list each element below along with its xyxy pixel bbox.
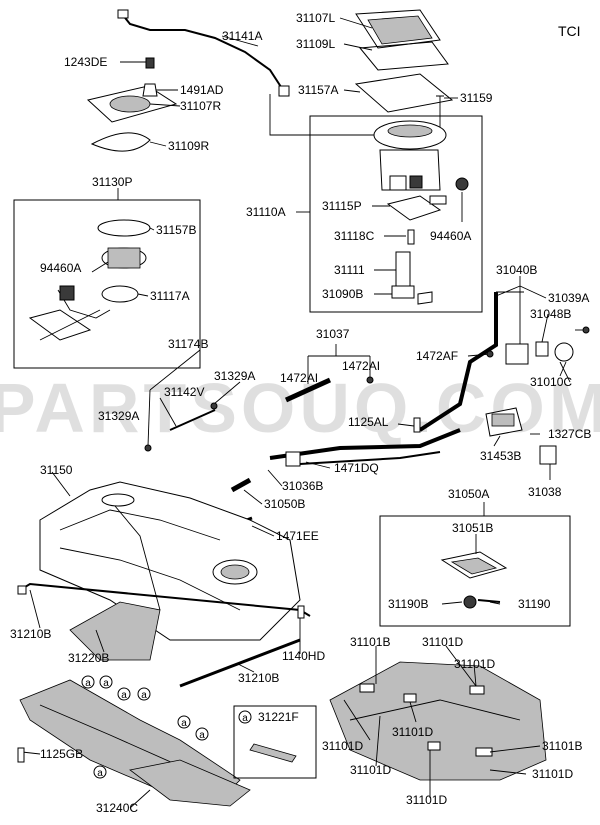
- label-31142V: 31142V: [164, 385, 204, 399]
- label-31040B: 31040B: [496, 263, 537, 277]
- label-31240C: 31240C: [96, 801, 138, 815]
- legend-circle-a: a: [242, 713, 248, 724]
- label-1472AI-left: 1472AI: [280, 371, 318, 385]
- label-31118C: 31118C: [334, 229, 375, 243]
- label-1472AI-right: 1472AI: [342, 359, 380, 373]
- label-94460A-left: 94460A: [40, 261, 81, 275]
- fuel-sender-assy: [28, 219, 151, 341]
- sender-box: [13, 199, 201, 369]
- label-31220B: 31220B: [68, 651, 109, 665]
- part-labels: 31141A 31107L 31109L 1243DE 1491AD 31107…: [10, 11, 591, 815]
- label-31037: 31037: [316, 327, 350, 341]
- diagram-code: TCI: [558, 23, 581, 39]
- label-31107L: 31107L: [296, 11, 335, 25]
- label-31117A: 31117A: [150, 289, 190, 303]
- legend-box: [233, 705, 317, 779]
- label-31210B-center: 31210B: [238, 671, 279, 685]
- label-1471DQ: 1471DQ: [334, 461, 379, 475]
- label-31190B: 31190B: [388, 597, 428, 611]
- label-31039A: 31039A: [548, 291, 589, 305]
- fuel-pump-box: [309, 115, 483, 313]
- svg-text:a: a: [199, 730, 205, 741]
- label-31110A: 31110A: [246, 205, 286, 219]
- fuel-tank: [39, 481, 301, 641]
- label-31101D-center: 31101D: [392, 725, 433, 739]
- label-1471EE: 1471EE: [276, 529, 319, 543]
- label-31101D-upper-right: 31101D: [454, 657, 495, 671]
- fasteners: [17, 326, 590, 763]
- label-31109L: 31109L: [296, 37, 335, 51]
- label-31329A-lower: 31329A: [98, 409, 139, 423]
- label-31107R: 31107R: [180, 99, 221, 113]
- label-31038: 31038: [528, 485, 562, 499]
- label-31157B: 31157B: [156, 223, 196, 237]
- label-31050A: 31050A: [448, 487, 489, 501]
- bracket-31038: [539, 445, 557, 465]
- label-31101B-right: 31101B: [542, 739, 582, 753]
- label-31101D-top: 31101D: [422, 635, 463, 649]
- label-31221F: 31221F: [258, 710, 299, 724]
- label-31130P: 31130P: [92, 175, 132, 189]
- svg-text:a: a: [97, 768, 103, 779]
- filler-neck: [418, 291, 585, 432]
- fuel-pump-module: [373, 120, 469, 305]
- label-1491AD: 1491AD: [180, 83, 224, 97]
- heat-shield: [19, 679, 251, 807]
- pump-box-31050A: [379, 515, 571, 627]
- label-31101B-top: 31101B: [350, 635, 390, 649]
- label-31050B: 31050B: [264, 497, 305, 511]
- canister-31453B: [485, 407, 523, 437]
- label-1243DE: 1243DE: [64, 55, 107, 69]
- cover-plate-left: [355, 9, 449, 71]
- label-31115P: 31115P: [322, 199, 362, 213]
- label-31190: 31190: [518, 597, 551, 611]
- cover-plate-right: [86, 57, 178, 152]
- label-31010C: 31010C: [530, 375, 572, 389]
- label-31101D-left: 31101D: [322, 739, 363, 753]
- gasket-31157A: [354, 73, 454, 113]
- label-1140HD: 1140HD: [282, 649, 325, 663]
- vapor-lines: [169, 377, 461, 526]
- label-94460A-right: 94460A: [430, 229, 471, 243]
- label-1472AF: 1472AF: [416, 349, 458, 363]
- label-31111: 31111: [334, 263, 365, 277]
- label-31150: 31150: [40, 463, 73, 477]
- label-31174B: 31174B: [168, 337, 208, 351]
- label-31051B: 31051B: [452, 521, 493, 535]
- label-31101D-lower-left: 31101D: [350, 763, 391, 777]
- label-31141A: 31141A: [222, 29, 262, 43]
- svg-text:a: a: [103, 678, 109, 689]
- label-1125GB: 1125GB: [40, 747, 83, 761]
- label-31101D-bottom: 31101D: [406, 793, 447, 807]
- circle-markers: a a a a a a a: [81, 675, 209, 779]
- svg-text:a: a: [181, 718, 187, 729]
- label-31159: 31159: [460, 91, 493, 105]
- label-1327CB: 1327CB: [548, 427, 591, 441]
- label-31101D-lower-right: 31101D: [532, 767, 573, 781]
- label-31210B-left: 31210B: [10, 627, 51, 641]
- tank-strap-b: [179, 638, 301, 688]
- label-31109R: 31109R: [168, 139, 209, 153]
- svg-text:a: a: [85, 678, 91, 689]
- protector-31220B: [69, 601, 161, 661]
- label-31090B: 31090B: [322, 287, 363, 301]
- label-31048B: 31048B: [530, 307, 571, 321]
- label-31453B: 31453B: [480, 449, 521, 463]
- leader-lines: [21, 17, 567, 809]
- label-31329A-upper: 31329A: [214, 369, 255, 383]
- tank-insulator: [329, 661, 547, 781]
- pump-bracket: [440, 551, 508, 609]
- svg-text:a: a: [141, 690, 147, 701]
- svg-text:a: a: [121, 690, 127, 701]
- label-1125AL: 1125AL: [348, 415, 389, 429]
- label-31036B: 31036B: [282, 479, 323, 493]
- label-31157A: 31157A: [298, 83, 338, 97]
